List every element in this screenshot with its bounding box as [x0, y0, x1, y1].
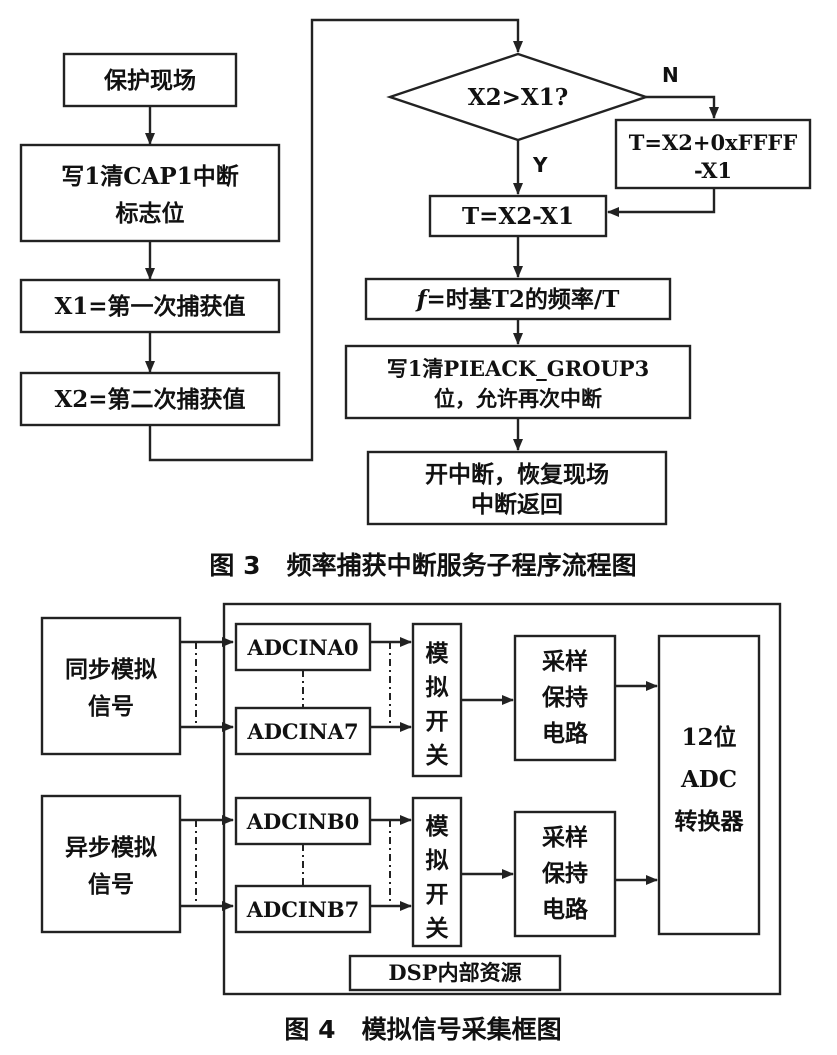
protect-scene-label: 保护现场 [103, 67, 196, 94]
mux-a-char-2: 拟 [426, 674, 449, 701]
sample-hold-a-box [513, 634, 617, 762]
mux-a-char-4: 关 [426, 742, 449, 769]
figure-3-flowchart: 保护现场 写1清CAP1中断 标志位 X1=第一次捕获值 X2=第二次捕获值 X… [19, 18, 812, 580]
mux-b-char-4: 关 [426, 915, 449, 942]
adc-label-line2: ADC [680, 766, 737, 793]
adcinb0-label: ADCINB0 [246, 809, 360, 834]
overflow-label-line1: T=X2+0xFFFF [629, 130, 798, 155]
arrow-overflow-to-diff [607, 188, 716, 217]
x2-label: X2=第二次捕获值 [54, 386, 245, 413]
adcinb7-box [234, 884, 372, 934]
adcinb7-label: ADCINB7 [246, 897, 360, 922]
x1-label: X1=第一次捕获值 [54, 293, 245, 320]
freq-label: f=时基T2的频率/T [415, 286, 620, 313]
branch-yes-label: Y [532, 153, 548, 177]
freq-formula: =时基T2的频率/T [427, 286, 620, 313]
connector-x2-to-decision [148, 18, 523, 462]
mux-a-char-1: 模 [426, 640, 450, 667]
dsp-label-box [348, 954, 562, 992]
protect-scene-box [62, 52, 238, 108]
figure-4-block-diagram: 同步模拟 信号 异步模拟 信号 ADCINA0 ADCINA7 ADCINB0 … [40, 602, 782, 1044]
restore-label-line2: 中断返回 [471, 491, 563, 518]
sample-hold-b-line3: 电路 [542, 896, 589, 923]
sync-signal-label-line2: 信号 [88, 693, 134, 720]
overflow-label-line2: -X1 [694, 158, 732, 183]
ack-label-line2: 位，允许再次中断 [434, 386, 602, 411]
sync-signal-box [40, 616, 182, 756]
sample-hold-b-line1: 采样 [542, 824, 588, 851]
sample-hold-b-line2: 保持 [541, 860, 588, 887]
mux-b-char-1: 模 [426, 813, 450, 840]
adc-label-line1: 12位 [681, 724, 736, 751]
decision-label: X2>X1? [468, 84, 568, 111]
mux-b-char-2: 拟 [426, 847, 449, 874]
overflow-box [614, 118, 812, 190]
restore-label-line1: 开中断，恢复现场 [425, 461, 609, 488]
clear-cap1-label-line1: 写1清CAP1中断 [61, 163, 238, 190]
branch-no-label: N [662, 63, 679, 87]
sample-hold-a-line3: 电路 [542, 720, 589, 747]
arrow-no-branch [646, 95, 719, 119]
adcina7-box [234, 706, 372, 756]
adcinb0-box [234, 796, 372, 846]
adcina7-label: ADCINA7 [246, 719, 358, 744]
clear-cap1-box [19, 143, 281, 243]
mux-a-char-3: 开 [426, 708, 449, 735]
x2-box [19, 371, 281, 427]
mux-b-box [411, 796, 463, 948]
figure-3-caption: 图 3 频率捕获中断服务子程序流程图 [209, 551, 636, 580]
restore-box [366, 450, 668, 526]
diff-label: T=X2-X1 [462, 203, 574, 230]
mux-b-char-3: 开 [426, 881, 449, 908]
adc-box [657, 634, 761, 936]
clear-cap1-label-line2: 标志位 [116, 200, 185, 227]
ack-label-line1: 写1清PIEACK_GROUP3 [387, 356, 649, 381]
sync-signal-label-line1: 同步模拟 [65, 656, 157, 683]
sample-hold-b-box [513, 810, 617, 938]
adcina0-label: ADCINA0 [246, 635, 358, 660]
async-signal-label-line2: 信号 [88, 871, 134, 898]
figure-4-caption: 图 4 模拟信号采集框图 [284, 1015, 561, 1044]
async-signal-box [40, 794, 182, 934]
adc-label-line3: 转换器 [675, 808, 745, 835]
sample-hold-a-line1: 采样 [542, 648, 588, 675]
async-signal-label-line1: 异步模拟 [65, 834, 157, 861]
dsp-label: DSP内部资源 [388, 960, 521, 985]
sample-hold-a-line2: 保持 [541, 684, 588, 711]
